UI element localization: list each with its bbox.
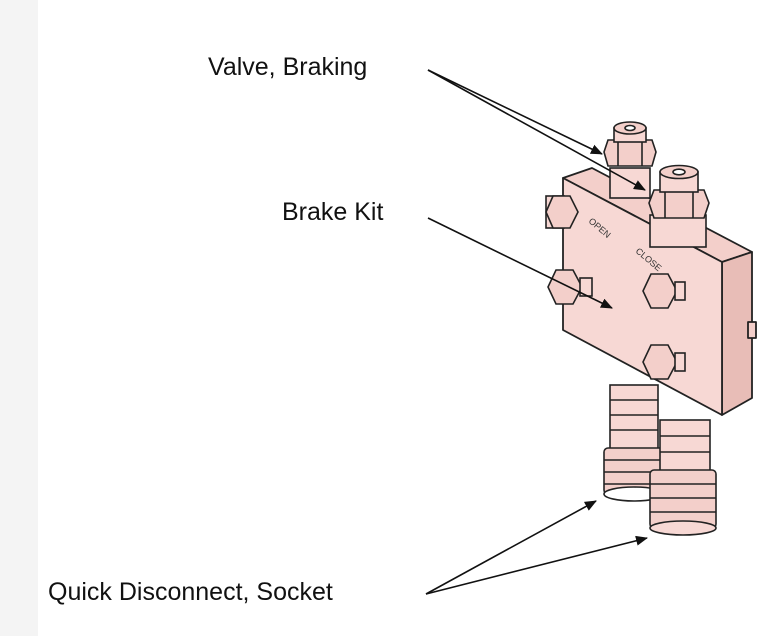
leader-valve-left (427, 69, 603, 155)
manifold-bolt-bottom-right (642, 344, 686, 380)
label-quick-disconnect-socket: Quick Disconnect, Socket (48, 578, 333, 606)
manifold-bolt-mid-right (642, 273, 686, 309)
leader-brake-kit (427, 217, 613, 309)
leader-valve-right (427, 69, 646, 191)
manifold-bolt-top-left (545, 195, 579, 229)
leader-qd-right (425, 535, 648, 595)
leader-qd-left (425, 500, 597, 595)
braking-valve-right (648, 164, 710, 248)
quick-disconnect-socket-right (649, 419, 717, 536)
left-margin-strip (0, 0, 38, 636)
braking-valve-left (603, 121, 657, 199)
label-valve-braking: Valve, Braking (208, 53, 368, 81)
label-brake-kit: Brake Kit (282, 198, 384, 226)
manifold-bolt-mid-left (547, 269, 593, 305)
